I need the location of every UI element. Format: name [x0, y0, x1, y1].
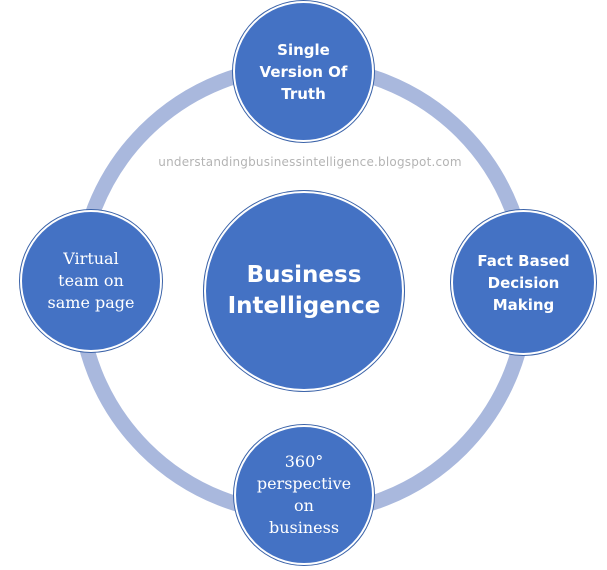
left-node: Virtual team on same page — [20, 210, 162, 352]
watermark-text: understandingbusinessintelligence.blogsp… — [158, 155, 462, 169]
top-node-label: Single Version Of Truth — [259, 40, 348, 103]
bottom-node-label: 360° perspective on business — [256, 452, 352, 537]
bottom-node: 360° perspective on business — [234, 425, 374, 565]
right-node-label: Fact Based Decision Making — [477, 251, 570, 314]
center-node-label: Business Intelligence — [227, 262, 381, 319]
right-node: Fact Based Decision Making — [451, 210, 596, 355]
left-node-label: Virtual team on same page — [47, 249, 135, 312]
center-node: Business Intelligence — [204, 191, 404, 391]
top-node: Single Version Of Truth — [233, 1, 374, 142]
